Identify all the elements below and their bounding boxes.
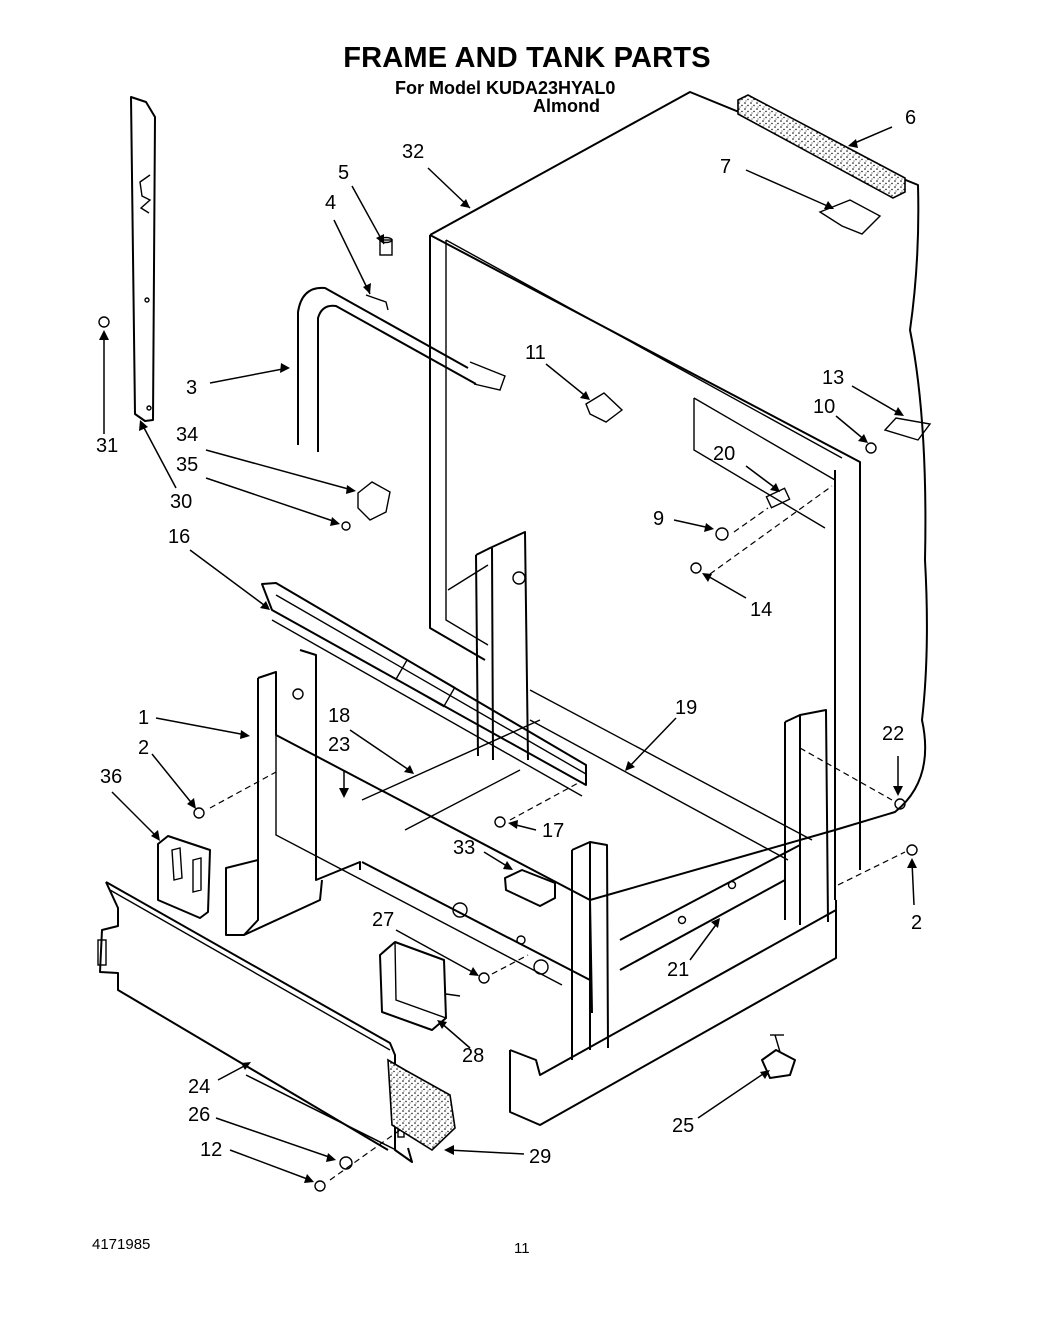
leader-lines xyxy=(99,126,917,1183)
tank-outline xyxy=(429,91,928,900)
callout-label: 2 xyxy=(911,912,923,934)
callout-label: 32 xyxy=(402,141,425,163)
strike-bracket xyxy=(818,199,882,235)
nut xyxy=(865,442,877,454)
callout-label: 34 xyxy=(176,424,199,446)
callout-label: 35 xyxy=(176,454,199,476)
callout-label: 13 xyxy=(822,367,845,389)
callout-label: 26 xyxy=(188,1104,211,1126)
callout-label: 10 xyxy=(813,396,836,418)
callout-label: 12 xyxy=(200,1139,223,1161)
color-subtitle: Almond xyxy=(533,96,600,116)
callout-label: 3 xyxy=(186,377,198,399)
fasteners xyxy=(98,316,918,1192)
callout-label: 29 xyxy=(529,1146,552,1168)
base-frame xyxy=(225,531,837,1126)
page-number: 11 xyxy=(514,1240,530,1257)
document-number: 4171985 xyxy=(92,1236,151,1253)
callout-label: 16 xyxy=(168,526,191,548)
bracket xyxy=(585,392,624,423)
hinge-bracket xyxy=(883,417,932,441)
callout-label: 20 xyxy=(713,443,736,465)
callout-label: 1 xyxy=(138,707,150,729)
callout-label: 27 xyxy=(372,909,395,931)
callout-label: 21 xyxy=(667,959,690,981)
callout-label: 23 xyxy=(328,734,351,756)
callout-label: 19 xyxy=(675,697,698,719)
callout-label: 9 xyxy=(653,508,665,530)
side-trim-panel xyxy=(130,96,156,422)
callout-label: 11 xyxy=(525,342,546,364)
model-subtitle: For Model KUDA23HYAL0 xyxy=(395,78,616,98)
callout-label: 30 xyxy=(170,491,193,513)
callout-label: 4 xyxy=(325,192,337,214)
callout-label: 6 xyxy=(905,107,917,129)
callout-label: 36 xyxy=(100,766,123,788)
callout-label: 33 xyxy=(453,837,476,859)
callout-label: 25 xyxy=(672,1115,695,1137)
insulation-block xyxy=(387,1058,456,1152)
screw xyxy=(341,521,351,531)
junction-box xyxy=(379,941,461,1031)
callout-label: 5 xyxy=(338,162,350,184)
callout-label: 24 xyxy=(188,1076,211,1098)
callout-label: 28 xyxy=(462,1045,485,1067)
callout-label: 14 xyxy=(750,599,773,621)
callout-label: 2 xyxy=(138,737,150,759)
shoulder-screw xyxy=(715,527,729,541)
front-rail xyxy=(261,582,587,797)
clip xyxy=(357,481,391,521)
leveling-leg xyxy=(761,1034,796,1079)
callout-label: 18 xyxy=(328,705,351,727)
screw xyxy=(690,562,702,574)
callout-label: 7 xyxy=(720,156,732,178)
spacer xyxy=(765,487,791,509)
spring-bracket xyxy=(157,835,211,919)
callout-label: 31 xyxy=(96,435,119,457)
fill-tube xyxy=(297,286,506,452)
door-seal-strip xyxy=(737,94,906,199)
callout-label: 22 xyxy=(882,723,905,745)
page-title: FRAME AND TANK PARTS xyxy=(343,42,711,74)
switch-block xyxy=(504,869,556,907)
callout-label: 17 xyxy=(542,820,565,842)
